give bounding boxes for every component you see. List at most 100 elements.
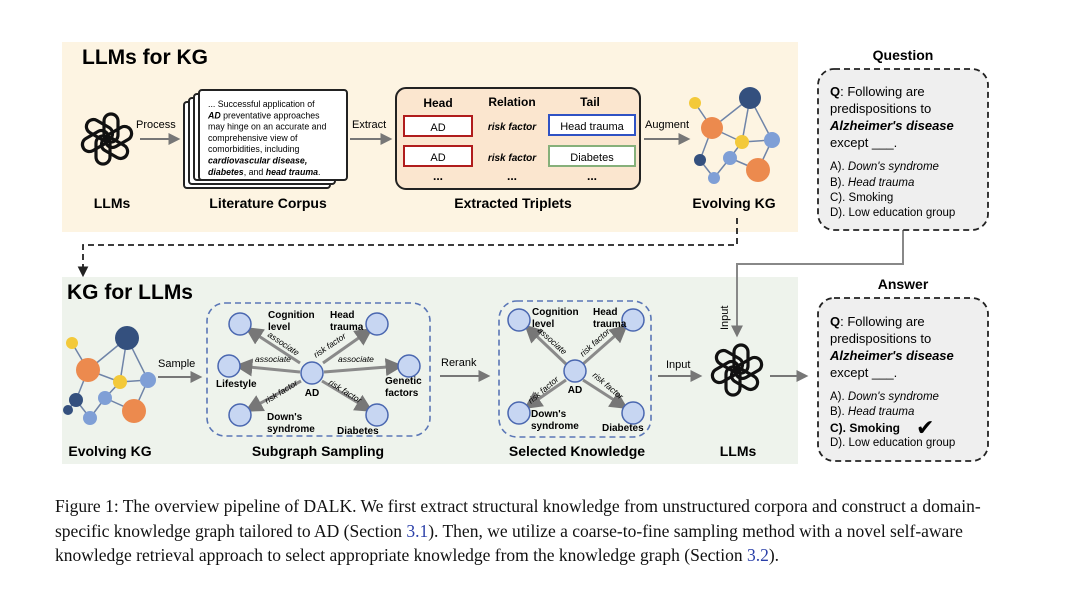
subgraph-node-lifestyle [217,354,241,378]
triplet-1-head: AD [430,122,445,134]
triplet-2-tail: Diabetes [570,152,614,164]
bottom-llms-label: LLMs [720,443,757,459]
caption-ref-1[interactable]: 3.1 [406,520,429,541]
evolving-kg-graph-top [689,87,780,184]
triplet-1-tail-box [548,114,636,136]
subgraph-node-downs [228,403,252,427]
selected-node-head [621,308,645,332]
answer-line-4: except ___. [830,365,897,380]
triplet-2-relation: risk factor [488,153,537,164]
a-opt-b-letter: B). [830,406,848,418]
top-panel-title: LLMs for KG [82,46,208,69]
answer-disease: Alzheimer's disease [829,348,954,363]
q-opt-d-letter: D). [830,207,849,219]
triplet-ellipsis-head: ... [433,169,443,183]
subgraph-label-diabetes: Diabetes [337,426,379,437]
selected-node-diabetes [621,401,645,425]
subgraph-node-cognition [228,312,252,336]
question-option-d: D). Low education group [830,207,955,219]
selected-node-downs [507,401,531,425]
subgraph-label-genetic-2: factors [385,388,419,399]
selected-label-ad: AD [568,385,582,396]
question-disease: Alzheimer's disease [829,118,954,133]
check-mark-icon: ✔ [916,415,934,440]
rerank-label: Rerank [441,357,477,369]
question-box [817,68,989,231]
triplet-1-tail: Head trauma [560,121,624,133]
a-opt-d-letter: D). [830,437,849,449]
selected-knowledge-label: Selected Knowledge [509,443,645,459]
question-to-llm-connector [731,230,904,338]
a-opt-a-letter: A). [830,391,848,403]
triplets-label: Extracted Triplets [454,195,572,211]
question-title: Question [873,47,934,63]
bottom-panel-title: KG for LLMs [67,281,193,304]
figure-caption: Figure 1: The overview pipeline of DALK.… [55,494,1015,568]
augment-label: Augment [645,119,689,131]
selected-label-downs-2: syndrome [531,421,579,432]
subgraph-label-head-2: trauma [330,322,364,333]
selected-label-cognition-2: level [532,319,554,330]
top-kg-label: Evolving KG [692,195,775,211]
triplet-header-tail: Tail [580,95,600,109]
selected-label-downs-1: Down's [531,409,567,420]
q-opt-c-letter: C). [830,192,849,204]
q-prefix: Q [830,84,840,99]
subgraph-label-head-1: Head [330,310,354,321]
answer-option-c-selected: C). Smoking [830,421,900,435]
selected-node-ad [563,359,587,383]
input-label-vertical: Input [719,306,731,330]
answer-option-b: B). Head trauma [830,406,914,418]
subgraph-label-ad: AD [305,388,319,399]
bottom-kg-label: Evolving KG [68,443,151,459]
q-line1: : Following are [840,84,925,99]
input-label-bottom: Input [666,359,690,371]
triplet-1-relation: risk factor [488,122,537,133]
subgraph-label-downs-2: syndrome [267,424,315,435]
subgraph-edge-associate-3: associate [338,354,374,364]
a-prefix: Q [830,314,840,329]
openai-logo-icon [80,112,134,166]
question-option-a: A). Down's syndrome [830,161,939,173]
q-opt-a-text: Down's syndrome [848,161,939,173]
triplet-2-tail-box [548,145,636,167]
evolving-kg-graph-bottom [63,326,156,425]
selected-label-cognition-1: Cognition [532,307,579,318]
question-line-2: predispositions to [830,101,931,116]
subgraph-node-ad [300,361,324,385]
caption-ref-2[interactable]: 3.2 [746,545,769,565]
question-option-c: C). Smoking [830,192,893,204]
triplet-ellipsis-relation: ... [507,169,517,183]
triplet-header-head: Head [423,96,452,110]
openai-logo-icon [710,343,764,397]
process-label: Process [136,119,176,131]
caption-prefix: Figure 1: The overview pipeline of DALK.… [55,496,981,541]
answer-box [817,297,989,462]
subgraph-label-genetic-1: Genetic [385,376,422,387]
kg-feedback-dashed-arrow [77,218,738,278]
corpus-label: Literature Corpus [209,195,327,211]
caption-mid: ). Then, we utilize a coarse-to-fine sam… [55,520,963,566]
selected-knowledge-box [498,300,652,438]
caption-suffix: ). [768,545,780,565]
selected-label-head-2: trauma [593,319,627,330]
selected-node-cognition [507,308,531,332]
q-opt-b-letter: B). [830,177,848,189]
answer-line-1: Q: Following are [830,314,925,329]
question-line-4: except ___. [830,135,897,150]
answer-option-d: D). Low education group [830,437,955,449]
sample-label: Sample [158,358,195,370]
triplet-2-head: AD [430,152,445,164]
a-line1: : Following are [840,314,925,329]
a-opt-b-text: Head trauma [848,406,914,418]
subgraph-label-downs-1: Down's [267,412,303,423]
subgraph-sampling-label: Subgraph Sampling [252,443,384,459]
q-opt-d-text: Low education group [849,207,956,219]
extract-label: Extract [352,119,386,131]
selected-label-head-1: Head [593,307,617,318]
selected-edges [524,324,629,410]
subgraph-label-cognition-2: level [268,322,290,333]
triplet-header-relation: Relation [488,95,535,109]
top-llms-label: LLMs [94,195,131,211]
